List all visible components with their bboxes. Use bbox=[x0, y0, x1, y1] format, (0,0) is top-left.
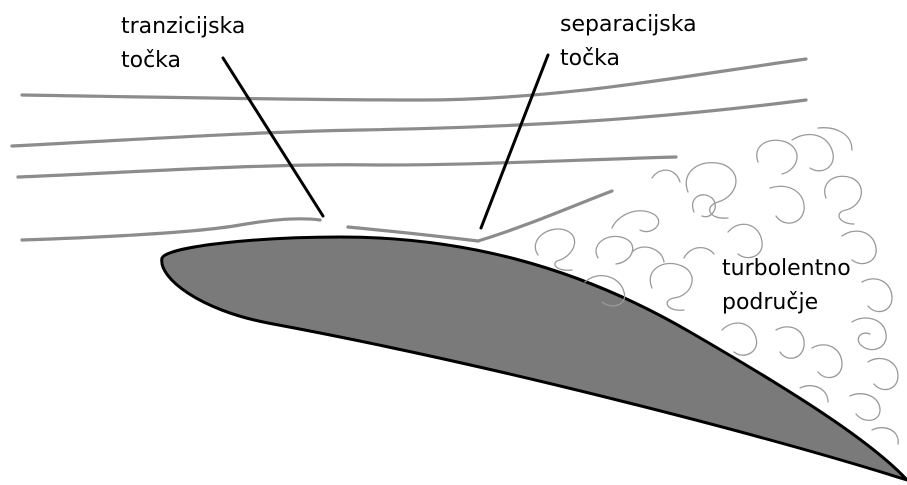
eddy bbox=[776, 327, 804, 358]
transition-point-label: tranzicijska točka bbox=[121, 10, 245, 78]
streamline-2 bbox=[12, 100, 806, 146]
streamlines bbox=[12, 59, 806, 241]
transition-point-pointer bbox=[223, 58, 323, 216]
separation-point-label-line2: točka bbox=[560, 42, 697, 76]
eddy bbox=[770, 186, 804, 223]
eddy bbox=[872, 428, 898, 444]
eddy bbox=[792, 135, 833, 171]
separation-point-pointer bbox=[481, 55, 548, 228]
transition-point-label-line2: točka bbox=[121, 44, 245, 78]
eddy bbox=[868, 358, 898, 389]
eddy bbox=[684, 248, 714, 258]
eddy bbox=[596, 236, 633, 264]
separation-point-label-line1: separacijska bbox=[560, 8, 697, 42]
eddy bbox=[825, 176, 862, 224]
eddy bbox=[722, 323, 757, 355]
eddy bbox=[612, 211, 659, 232]
separation-point-label: separacijska točka bbox=[560, 8, 697, 76]
transition-point-label-line1: tranzicijska bbox=[121, 10, 245, 44]
eddy bbox=[862, 279, 892, 312]
eddy bbox=[757, 140, 797, 174]
streamline-3 bbox=[18, 157, 676, 177]
turbulent-region-label-line2: područje bbox=[722, 286, 851, 320]
eddy bbox=[852, 318, 886, 350]
turbulent-region-label-line1: turbolentno bbox=[722, 252, 851, 286]
streamline-4-laminar bbox=[22, 219, 320, 240]
eddy bbox=[812, 345, 842, 378]
eddy bbox=[850, 394, 880, 421]
eddy bbox=[535, 229, 574, 270]
turbulent-region-label: turbolentno područje bbox=[722, 252, 851, 320]
streamline-4-separated bbox=[478, 191, 612, 241]
eddy bbox=[652, 170, 680, 182]
eddy bbox=[632, 247, 664, 262]
eddy bbox=[650, 263, 692, 310]
